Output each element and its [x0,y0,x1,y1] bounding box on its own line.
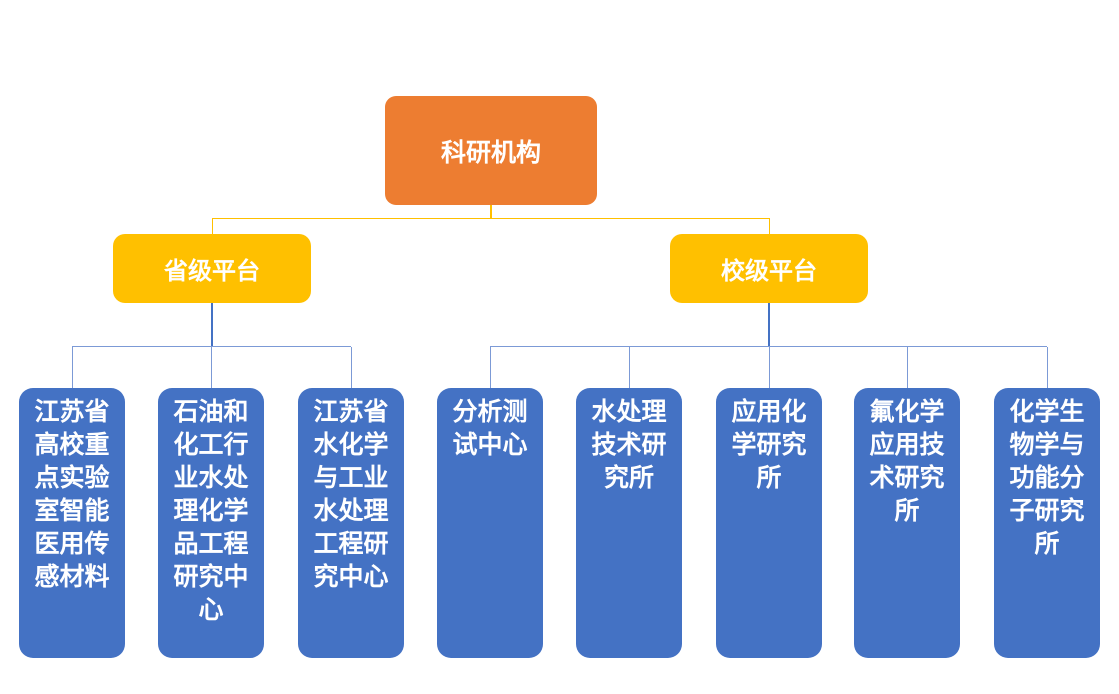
org-node-university-platform: 校级平台 [670,234,868,303]
connector-drop-child-5 [629,347,630,388]
connector-drop-child-4 [490,347,491,388]
connector-drop-child-3 [351,347,352,388]
org-node-petrochemical-water-treatment-center: 石油和 化工行 业水处 理化学 品工程 研究中 心 [158,388,264,658]
org-node-provincial-platform: 省级平台 [113,234,311,303]
connector-drop-child-2 [211,347,212,388]
connector-drop-child-1 [72,347,73,388]
connector-top-horizontal [212,218,769,219]
connector-drop-child-7 [907,347,908,388]
connector-provincial-horizontal [72,346,351,347]
connector-drop-university [769,218,770,234]
org-node-root-label: 科研机构 [440,138,541,167]
org-node-chemical-biology-institute: 化学生 物学与 功能分 子研究 所 [994,388,1100,658]
org-node-water-treatment-tech-institute: 水处理 技术研 究所 [576,388,682,658]
connector-root-stub [490,205,492,218]
org-node-water-chemistry-engineering-center: 江苏省 水化学 与工业 水处理 工程研 究中心 [298,388,404,658]
connector-drop-provincial [212,218,213,234]
org-node-fluorine-chemistry-institute: 氟化学 应用技 术研究 所 [854,388,960,658]
org-node-analysis-testing-center: 分析测 试中心 [437,388,543,658]
org-node-university-platform-label: 校级平台 [721,258,817,285]
org-node-applied-chemistry-institute: 应用化 学研究 所 [716,388,822,658]
connector-drop-child-8 [1047,347,1048,388]
connector-university-horizontal [490,346,1047,347]
connector-drop-child-6 [769,347,770,388]
connector-university-stub [768,303,770,346]
connector-provincial-stub [211,303,213,346]
org-node-key-lab-medical-sensing-materials: 江苏省 高校重 点实验 室智能 医用传 感材料 [19,388,125,658]
org-node-root: 科研机构 [385,96,597,205]
org-node-provincial-platform-label: 省级平台 [164,258,260,285]
